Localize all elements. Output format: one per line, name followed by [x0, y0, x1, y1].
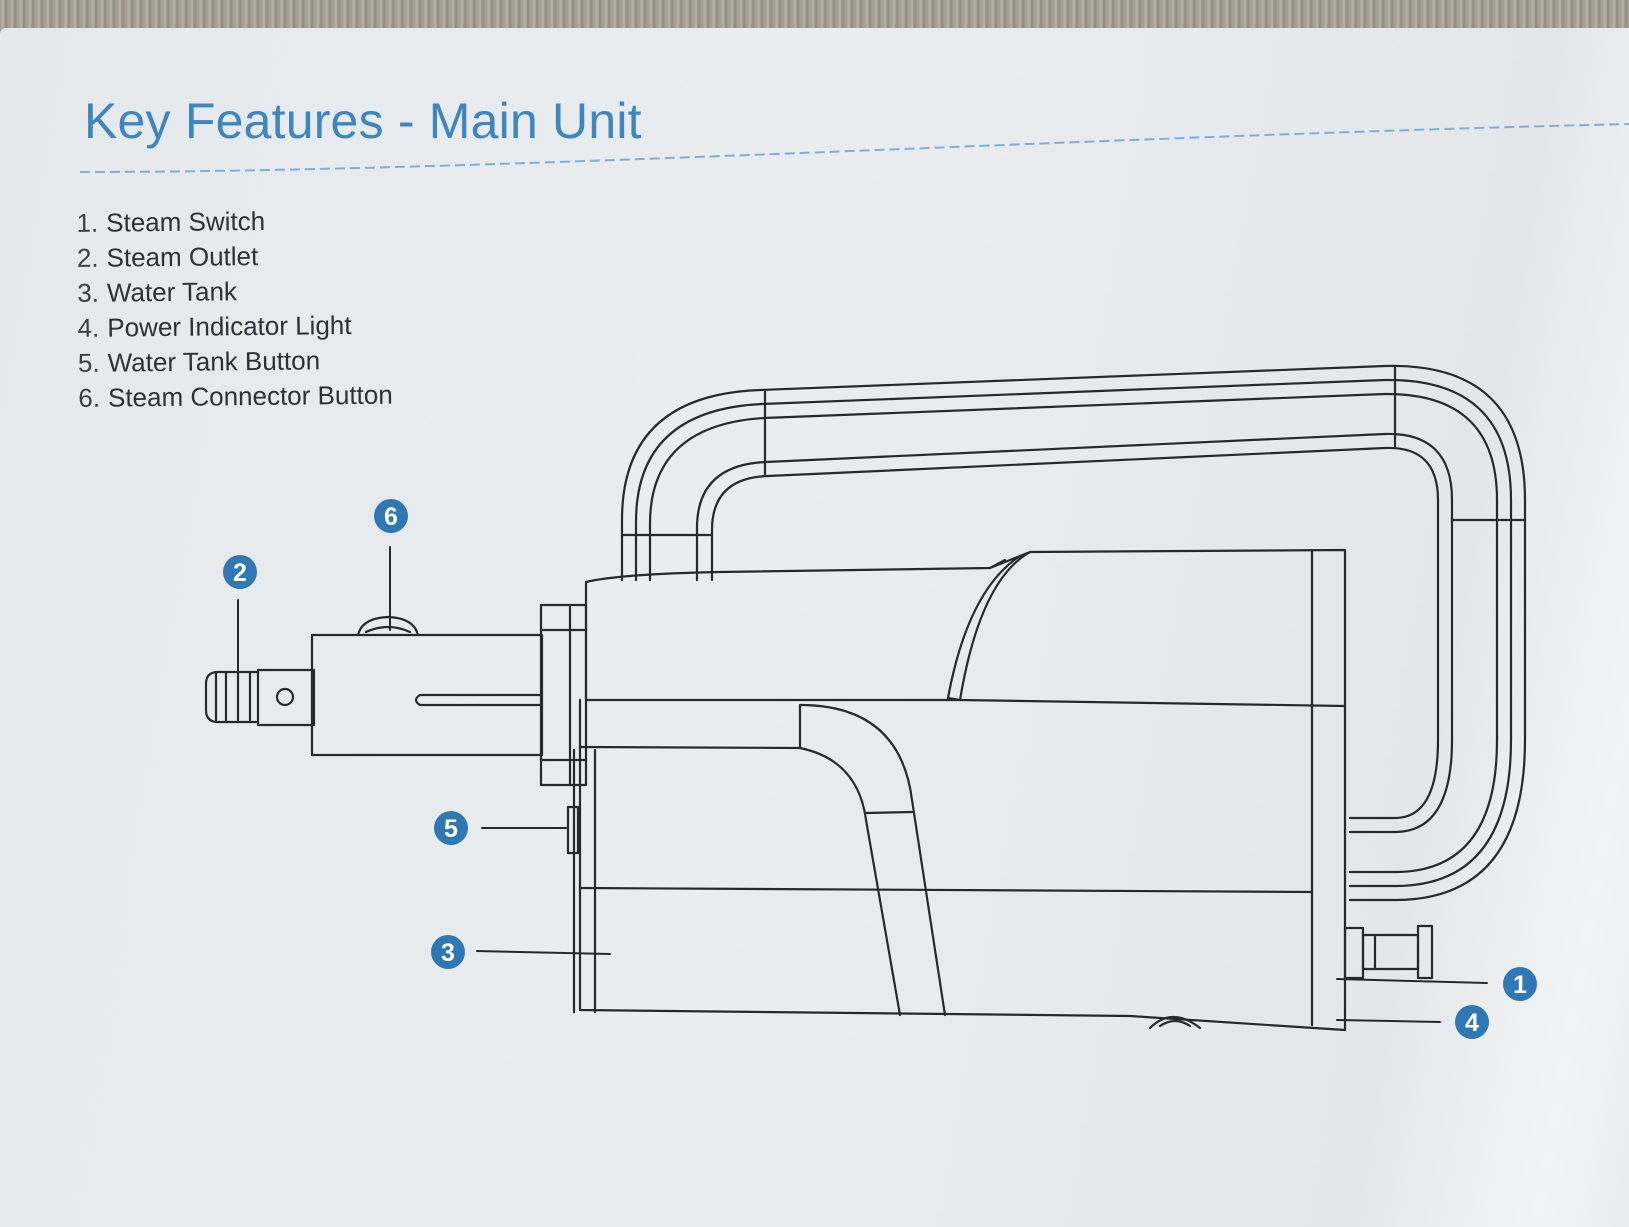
callout-number: 5: [444, 815, 458, 843]
title-divider: [79, 123, 1629, 173]
callout-number: 6: [384, 503, 398, 531]
callout-number: 3: [441, 939, 455, 967]
callout-number: 2: [233, 559, 247, 587]
steam-switch-outline: [1343, 924, 1434, 980]
steamer-diagram: 2 6 5 3 1 4: [204, 364, 1537, 1039]
callout-badge-3: 3: [431, 935, 465, 969]
callout-badge-1: 1: [1503, 967, 1537, 1001]
manual-page: Key Features - Main Unit 1.Steam Switch …: [0, 28, 1629, 1227]
handle-outline: [620, 364, 1527, 902]
page-title: Key Features - Main Unit: [84, 93, 642, 149]
callout-leaders: [237, 546, 1488, 1023]
callout-badge-6: 6: [374, 499, 408, 533]
callout-badge-5: 5: [434, 811, 468, 845]
callout-badge-4: 4: [1455, 1005, 1489, 1039]
callout-number: 4: [1465, 1009, 1479, 1037]
water-tank-outline: [566, 698, 1347, 1032]
steam-nozzle-outline: [204, 615, 544, 757]
upper-body-outline: [584, 548, 1347, 1032]
callout-badge-2: 2: [223, 555, 257, 589]
callout-number: 1: [1513, 971, 1527, 999]
